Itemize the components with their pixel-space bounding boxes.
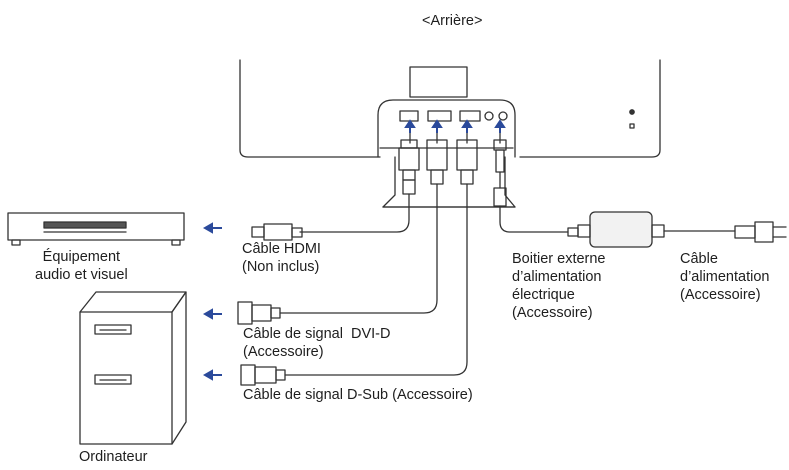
hdmi-cable-label-line2: (Non inclus) [242,259,320,275]
power-box-label: Boitier externe d’alimentation électriqu… [512,250,606,322]
power-cable-label-line3: (Accessoire) [680,287,761,303]
power-adapter-box [577,211,787,248]
power-box-label-line2: d’alimentation [512,269,602,285]
dvi-cable-label: Câble de signal DVI-D (Accessoire) [243,325,391,361]
dsub-cable-label: Câble de signal D-Sub (Accessoire) [243,387,473,403]
dvi-cable-label-line2: (Accessoire) [243,344,324,360]
power-box-label-line4: (Accessoire) [512,305,593,321]
power-box-label-line1: Boitier externe [512,251,606,267]
power-box-label-line3: électrique [512,287,575,303]
power-cable-label-line2: d’alimentation [680,269,770,285]
av-equipment-label-line1: Équipement [42,249,121,265]
av-equipment-label-line2: audio et visuel [35,267,128,283]
dsub-cable-path [240,139,478,386]
dvi-cable-path [237,139,448,325]
computer-label: Ordinateur [79,449,148,465]
power-cable-label: Câble d’alimentation (Accessoire) [680,250,769,304]
monitor-back [239,59,661,158]
arrow-to-av-equipment [202,222,222,234]
power-cable-label-line1: Câble [680,251,718,267]
monitor-stand [382,156,516,208]
monitor-port-arrows [404,119,506,133]
dvi-cable-label-line1: Câble de signal DVI-D [243,326,391,342]
computer-tower [79,291,187,445]
av-equipment-label: Équipement audio et visuel [35,248,128,284]
diagram-title: <Arrière> [422,13,483,29]
hdmi-cable-path [251,139,420,241]
power-cable-path [493,139,579,237]
hdmi-cable-label: Câble HDMI (Non inclus) [242,240,321,276]
arrow-to-computer-dsub [202,369,222,381]
arrow-to-computer-dvi [202,308,222,320]
av-equipment-device [7,212,185,246]
hdmi-cable-label-line1: Câble HDMI [242,241,321,257]
